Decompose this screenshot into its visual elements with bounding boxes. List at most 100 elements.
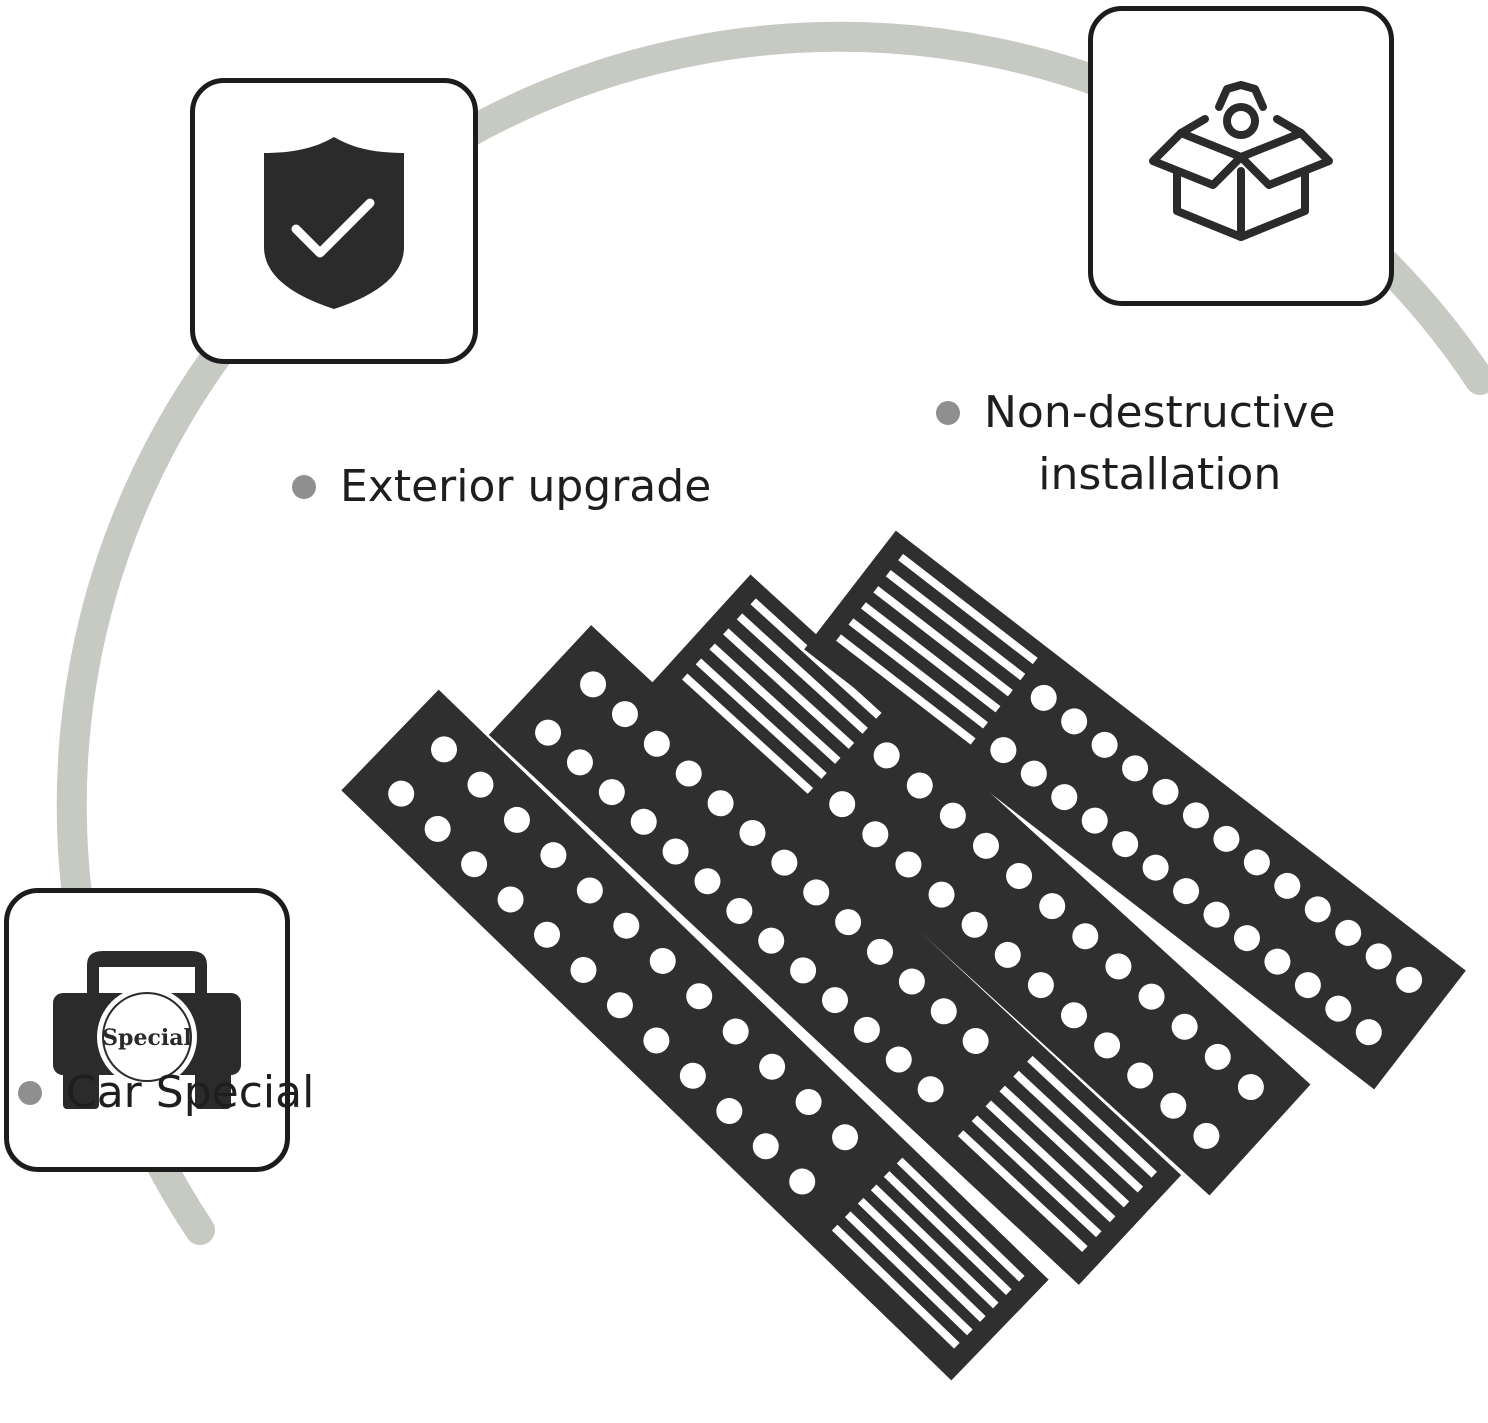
feature-car-special: Car Special xyxy=(18,1062,314,1124)
plate-hole xyxy=(1355,1019,1382,1046)
flag-stripe xyxy=(898,553,1038,665)
flag-stripe xyxy=(682,673,814,794)
shield-check-icon xyxy=(264,137,404,309)
feature-label: Non-destructive installation xyxy=(984,387,1336,500)
plate-hole xyxy=(662,838,689,865)
plate-hole xyxy=(1365,943,1392,970)
plate-hole xyxy=(716,1098,743,1125)
plate-hole xyxy=(758,927,785,954)
plate-hole xyxy=(1325,995,1352,1022)
plate-hole xyxy=(1274,872,1301,899)
feature-non-destructive-installation: Non-destructive installation xyxy=(936,382,1336,506)
flag-stripe xyxy=(1027,1055,1157,1178)
plate-hole xyxy=(1072,923,1099,950)
plate-hole xyxy=(771,849,798,876)
plate-hole xyxy=(675,760,702,787)
plate-hole xyxy=(630,808,657,835)
plate-hole xyxy=(1020,760,1047,787)
plate-hole xyxy=(1237,1074,1264,1101)
flag-stripe xyxy=(836,634,976,745)
trim-plate xyxy=(341,689,1049,1381)
flag-stripe xyxy=(885,570,1026,681)
flag-stripe xyxy=(857,1197,986,1322)
plate-hole xyxy=(1173,878,1200,905)
plate-hole xyxy=(613,912,640,939)
flag-stripe xyxy=(870,1184,999,1309)
plate-hole xyxy=(606,992,633,1019)
plate-hole xyxy=(1051,784,1078,811)
flag-stripe xyxy=(999,1085,1130,1208)
flag-stripe xyxy=(873,586,1013,697)
plate-hole xyxy=(1142,854,1169,881)
plate-hole xyxy=(917,1076,944,1103)
plate-hole xyxy=(540,842,567,869)
plate-hole xyxy=(1138,983,1165,1010)
plate-hole xyxy=(739,819,766,846)
plate-hole xyxy=(431,736,458,763)
plate-hole xyxy=(694,868,721,895)
flag-stripe xyxy=(723,628,855,749)
plate-hole xyxy=(873,742,900,769)
plate-hole xyxy=(1105,953,1132,980)
feature-exterior-upgrade: Exterior upgrade xyxy=(292,456,711,518)
plate-hole xyxy=(1264,948,1291,975)
plate-hole xyxy=(1204,1043,1231,1070)
plate-hole xyxy=(1396,966,1423,993)
plate-hole xyxy=(821,987,848,1014)
plate-hole xyxy=(566,749,593,776)
flag-stripe xyxy=(848,618,988,729)
plate-hole xyxy=(939,802,966,829)
plate-hole xyxy=(598,779,625,806)
plate-hole xyxy=(862,821,889,848)
plate-hole xyxy=(1304,896,1331,923)
flag-stripe xyxy=(971,1115,1102,1238)
plate-hole xyxy=(503,806,530,833)
plate-hole xyxy=(928,881,955,908)
bullet-dot-icon xyxy=(292,475,316,499)
trim-plate xyxy=(649,574,1311,1196)
trim-plate xyxy=(488,625,1182,1285)
plate-hole xyxy=(752,1133,779,1160)
plate-hole xyxy=(1112,831,1139,858)
plate-hole xyxy=(803,879,830,906)
flag-stripe xyxy=(896,1157,1025,1282)
plate-hole xyxy=(497,886,524,913)
plate-hole xyxy=(885,1046,912,1073)
plate-hole xyxy=(1122,755,1149,782)
flag-stripe xyxy=(736,613,868,734)
plate-hole xyxy=(1127,1062,1154,1089)
plate-hole xyxy=(962,1027,989,1054)
plate-hole xyxy=(424,815,451,842)
plate-hole xyxy=(853,1016,880,1043)
plate-hole xyxy=(1081,807,1108,834)
flag-stripe xyxy=(985,1100,1116,1223)
plate-hole xyxy=(1060,1002,1087,1029)
plate-hole xyxy=(643,1027,670,1054)
plate-hole xyxy=(643,730,670,757)
plate-hole xyxy=(961,911,988,938)
box-gear-icon-box xyxy=(1088,6,1394,306)
plate-hole xyxy=(1027,972,1054,999)
flag-stripe xyxy=(860,602,1001,713)
plate-hole xyxy=(461,851,488,878)
plate-hole xyxy=(832,1124,859,1151)
car-icon-box: Special xyxy=(4,888,290,1172)
plate-hole xyxy=(1335,919,1362,946)
plate-hole xyxy=(1094,1032,1121,1059)
flag-stripe xyxy=(1013,1070,1144,1193)
plate-hole xyxy=(972,832,999,859)
plate-hole xyxy=(726,897,753,924)
plate-hole xyxy=(1091,731,1118,758)
car-icon: Special xyxy=(53,951,241,1109)
plate-hole xyxy=(1039,893,1066,920)
plate-hole xyxy=(1061,708,1088,735)
plate-hole xyxy=(835,909,862,936)
plate-hole xyxy=(576,877,603,904)
plate-hole xyxy=(535,719,562,746)
plate-hole xyxy=(759,1053,786,1080)
plate-hole xyxy=(534,921,561,948)
plate-hole xyxy=(611,701,638,728)
plate-hole xyxy=(707,790,734,817)
plate-hole xyxy=(649,947,676,974)
